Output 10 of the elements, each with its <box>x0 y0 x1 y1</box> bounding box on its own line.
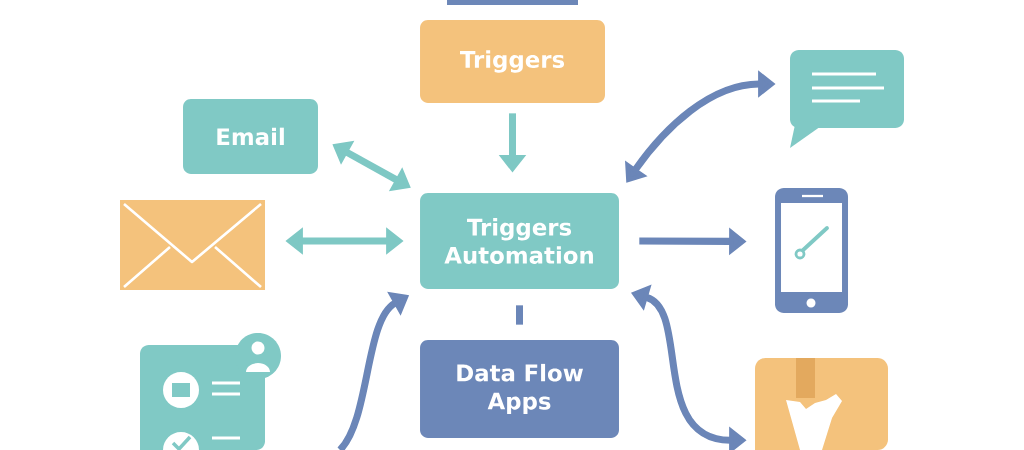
process-box: Triggers Automation <box>420 193 619 289</box>
speech-bubble-icon <box>790 50 904 148</box>
package-icon <box>755 358 888 450</box>
process-box: Triggers <box>420 20 605 103</box>
process-box: Email <box>183 99 318 174</box>
envelope-icon <box>120 200 265 290</box>
cut-off-box <box>447 0 578 5</box>
smartphone-icon <box>775 188 848 313</box>
process-box: Data Flow Apps <box>420 340 619 438</box>
form-card-icon <box>140 333 281 450</box>
